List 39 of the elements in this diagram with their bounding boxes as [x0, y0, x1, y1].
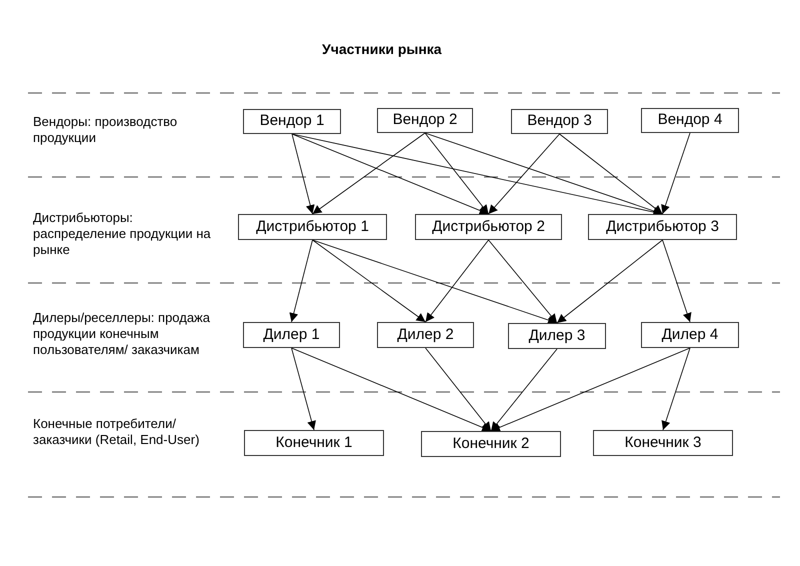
arrow [488, 134, 560, 214]
arrow [292, 134, 315, 214]
process-box: Дистрибьютор 3 [588, 214, 737, 240]
arrow [556, 240, 663, 324]
process-box: Вендор 3 [511, 109, 608, 134]
arrow [425, 240, 489, 322]
arrow [292, 134, 489, 215]
process-box: Конечник 2 [421, 431, 561, 457]
diagram-title: Участники рынка [322, 40, 442, 59]
row-label: Дистрибьюторы: распределение продукции на рынке [33, 210, 212, 258]
arrow [289, 240, 313, 322]
arrow [424, 132, 489, 214]
process-box: Дистрибьютор 2 [415, 214, 562, 240]
process-box: Конечник 3 [593, 430, 733, 456]
row-label: Дилеры/реселлеры: продажа продукции конечным пользователям/ заказчикам [33, 310, 211, 358]
process-box: Дилер 1 [243, 322, 340, 348]
arrow [661, 132, 690, 214]
process-box: Дистрибьютор 1 [238, 214, 387, 240]
process-box: Дилер 3 [508, 323, 606, 349]
process-box: Вендор 4 [641, 108, 739, 133]
arrow [291, 348, 316, 430]
arrow [662, 240, 692, 322]
arrow [559, 134, 663, 214]
arrow [425, 348, 492, 432]
arrow [490, 348, 690, 432]
arrow [662, 348, 690, 430]
arrow [312, 132, 426, 214]
process-box: Дилер 2 [377, 322, 474, 348]
row-label: Вендоры: производство продукции [33, 114, 178, 146]
process-box: Вендор 1 [243, 109, 341, 134]
row-label: Конечные потребители/ заказчики (Retail, End-User) [33, 416, 200, 448]
arrow [312, 240, 558, 324]
arrow [490, 348, 558, 432]
arrow [312, 240, 426, 322]
process-box: Дилер 4 [641, 322, 739, 348]
process-box: Конечник 1 [244, 430, 384, 456]
arrow [291, 348, 492, 432]
arrow [488, 240, 558, 324]
process-box: Вендор 2 [377, 108, 473, 133]
